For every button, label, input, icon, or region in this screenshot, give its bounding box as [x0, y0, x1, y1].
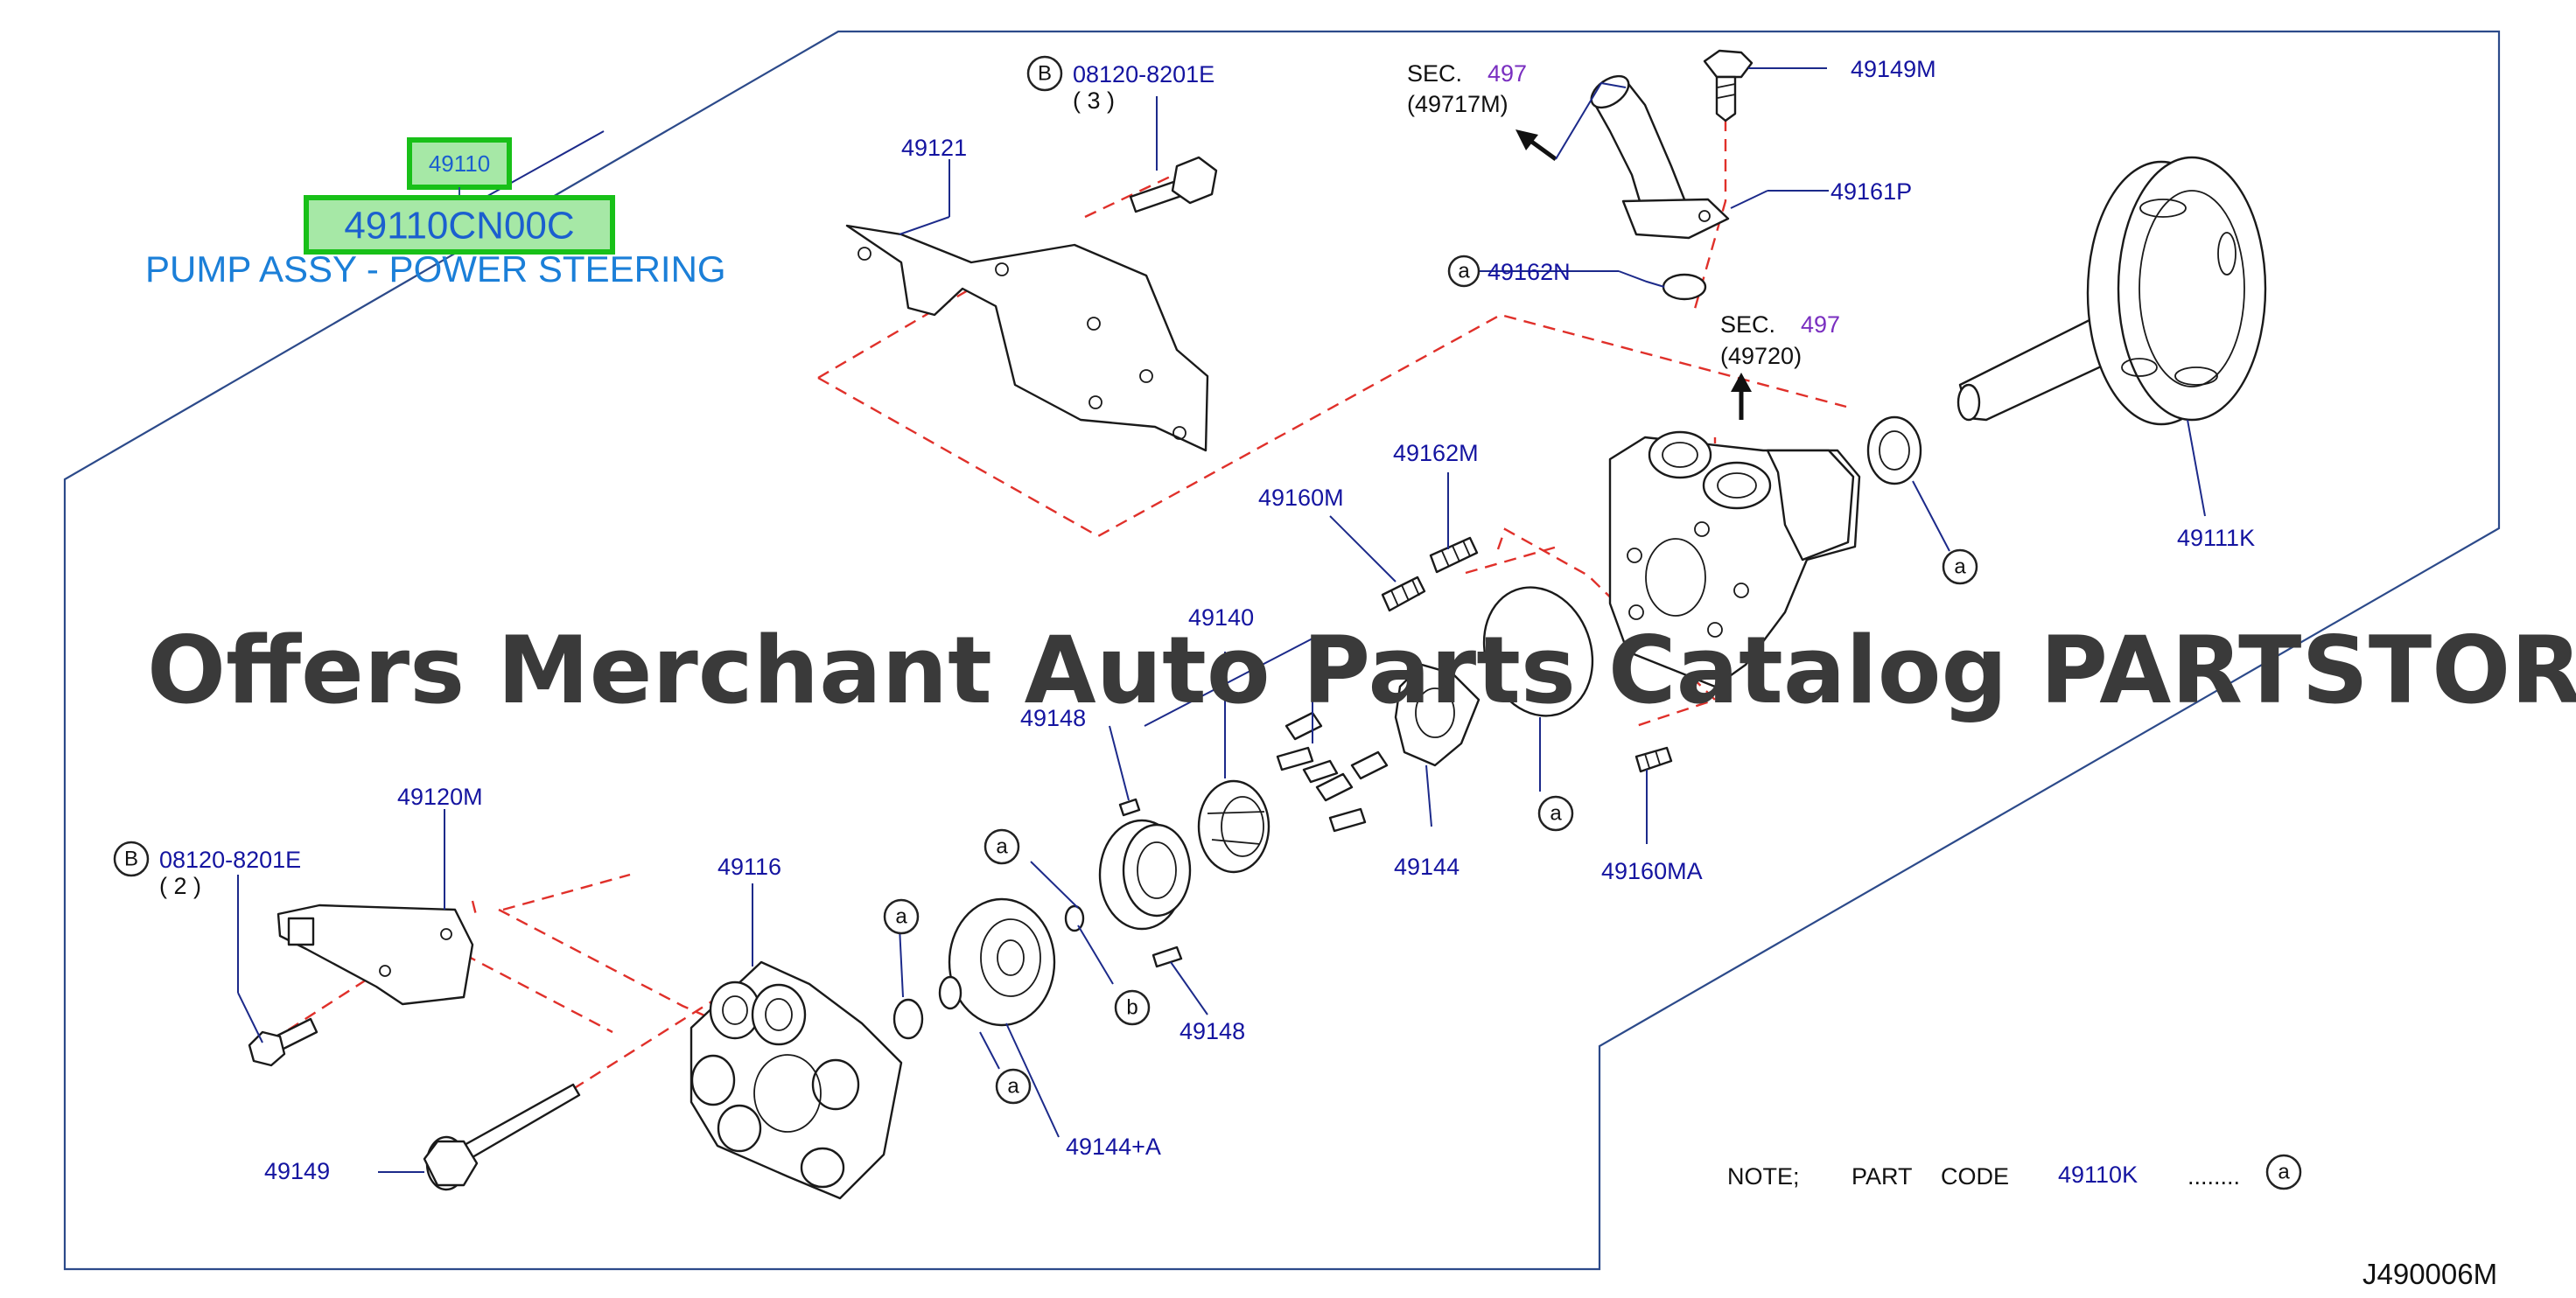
- part-title: PUMP ASSY - POWER STEERING: [145, 248, 726, 290]
- label-49162M[interactable]: 49162M: [1393, 440, 1479, 466]
- note-line: NOTE; PART CODE 49110K ........ a: [1727, 1154, 2302, 1190]
- label-49149M[interactable]: 49149M: [1851, 56, 1936, 82]
- bolt-49149M: [1703, 49, 1754, 122]
- bracket-49120M: [276, 904, 474, 1006]
- callout-b-top-letter: B: [1038, 62, 1052, 86]
- label-bolt-top-code[interactable]: 08120-8201E: [1073, 61, 1214, 87]
- callout-a-seal2: [995, 1068, 1032, 1105]
- label-sec2-ref: (49720): [1720, 343, 1802, 369]
- label-49120M[interactable]: 49120M: [397, 784, 483, 810]
- callout-a-oring-letter: a: [1550, 802, 1562, 826]
- seal-a-1: [892, 998, 924, 1040]
- callout-b-bottom: [113, 841, 150, 877]
- part-number-box[interactable]: [304, 195, 615, 255]
- small-code-text: 49110: [429, 150, 490, 177]
- note-part-word: PART: [1852, 1163, 1913, 1190]
- label-sec2-word: SEC.: [1720, 311, 1775, 338]
- seal-a-2: [938, 975, 962, 1010]
- callout-a-49162N-letter: a: [1458, 260, 1470, 283]
- label-49148-bottom[interactable]: 49148: [1180, 1018, 1245, 1044]
- vanes: [1276, 711, 1389, 833]
- label-49160M[interactable]: 49160M: [1258, 485, 1344, 511]
- label-bolt-bottom-qty: ( 2 ): [159, 873, 201, 899]
- pulley-49111K: [1956, 156, 2267, 426]
- label-sec1-num[interactable]: 497: [1488, 60, 1527, 87]
- callout-a-washer-letter: a: [1954, 555, 1966, 579]
- small-code-box[interactable]: [407, 137, 512, 190]
- note-word: NOTE;: [1727, 1163, 1800, 1190]
- callout-a-seal1-letter: a: [895, 905, 907, 929]
- watermark-text: Offers Merchant Auto Parts Catalog PARTS…: [147, 617, 2576, 724]
- callout-a-plate-letter: a: [996, 835, 1008, 859]
- label-49160MA[interactable]: 49160MA: [1601, 858, 1703, 884]
- pin-49148-top: [1118, 798, 1141, 817]
- callout-b-top: [1026, 55, 1063, 92]
- label-49140[interactable]: 49140: [1188, 604, 1254, 631]
- label-bolt-top-qty: ( 3 ): [1073, 87, 1115, 114]
- label-49162N[interactable]: 49162N: [1488, 259, 1571, 285]
- label-49149[interactable]: 49149: [264, 1158, 330, 1184]
- assembly-dash-lines: [270, 99, 1847, 1091]
- note-code-word: CODE: [1941, 1163, 2009, 1190]
- label-49148-top[interactable]: 49148: [1020, 705, 1086, 731]
- spring-49160M: [1381, 576, 1426, 612]
- seal-49162N: [1662, 273, 1707, 301]
- callout-a-washer: [1942, 548, 1978, 585]
- sec-arrow-2: [1731, 373, 1752, 420]
- bolt-top: [1129, 156, 1218, 213]
- rear-housing-49116: [690, 960, 903, 1200]
- label-sec1-word: SEC.: [1407, 60, 1462, 87]
- label-bolt-bottom-code[interactable]: 08120-8201E: [159, 847, 301, 873]
- callout-a-note: [2265, 1154, 2302, 1190]
- bracket-49121: [845, 224, 1209, 452]
- callout-b-oring: [1114, 989, 1151, 1026]
- long-bolt-49149: [423, 1083, 581, 1191]
- callout-b-bottom-letter: B: [124, 848, 138, 871]
- callout-a-seal2-letter: a: [1007, 1075, 1019, 1099]
- rotor-49140: [1197, 779, 1270, 874]
- elbow-pipe-49161P: [1590, 74, 1730, 240]
- bolt-bottom: [248, 1017, 318, 1067]
- pin-49148-bottom: [1152, 946, 1183, 968]
- label-49161P[interactable]: 49161P: [1830, 178, 1912, 205]
- leader-lines: [237, 67, 2206, 1173]
- label-49144A[interactable]: 49144+A: [1066, 1134, 1161, 1160]
- label-sec1-ref: (49717M): [1407, 91, 1508, 117]
- callout-a-note-letter: a: [2278, 1161, 2290, 1184]
- label-49121[interactable]: 49121: [901, 135, 967, 161]
- diagram-frame: [63, 30, 2501, 1271]
- pump-body: [1608, 430, 1861, 688]
- callout-a-49162N: [1447, 255, 1480, 288]
- part-number-text: 49110CN00C: [344, 205, 574, 248]
- note-code-value[interactable]: 49110K: [2058, 1162, 2138, 1188]
- callout-b-oring-letter: b: [1126, 996, 1138, 1020]
- cam-ring-49144: [1394, 663, 1480, 767]
- label-sec2-num[interactable]: 497: [1801, 311, 1840, 338]
- washer-49111K: [1866, 415, 1922, 485]
- plug-49160MA: [1634, 746, 1673, 773]
- label-49116[interactable]: 49116: [718, 854, 781, 880]
- figure-id: J490006M: [2362, 1258, 2497, 1290]
- side-plate-49144A: [948, 897, 1056, 1027]
- spring-49162M: [1429, 536, 1479, 574]
- label-49111K[interactable]: 49111K: [2177, 525, 2255, 551]
- sec-arrow-1: [1516, 81, 1627, 162]
- o-ring-b: [1064, 904, 1085, 932]
- note-dots: ........: [2188, 1163, 2240, 1190]
- label-49144[interactable]: 49144: [1394, 854, 1460, 880]
- callout-a-plate: [984, 828, 1020, 865]
- ring-plate: [1098, 819, 1192, 931]
- highlight-group: 49110 49110CN00C PUMP ASSY - POWER STEER…: [145, 137, 726, 290]
- callout-a-seal1: [883, 898, 920, 935]
- callout-a-oring: [1537, 795, 1574, 832]
- o-ring: [1482, 586, 1594, 717]
